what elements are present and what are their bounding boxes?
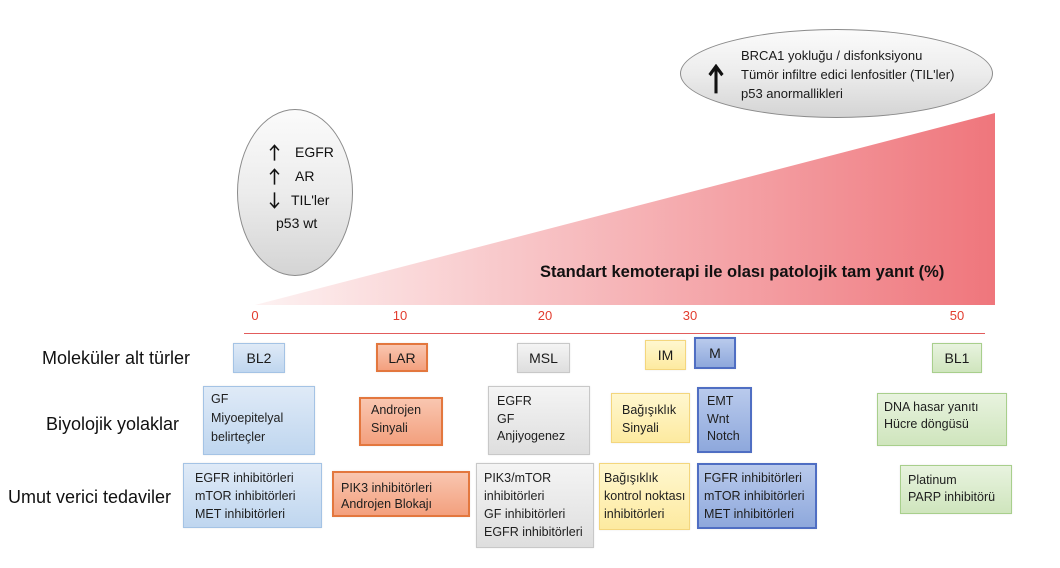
feature-line: p53 anormallikleri bbox=[741, 86, 843, 101]
feature-line: Tümör infiltre edici lenfositler (TIL'le… bbox=[741, 67, 955, 82]
therapy-line: Platinum bbox=[908, 472, 957, 487]
subtype-label: M bbox=[709, 345, 721, 361]
feature-row: TIL'ler bbox=[238, 188, 354, 212]
feature-row: AR bbox=[238, 164, 354, 188]
pathway-line: Androjen bbox=[371, 403, 422, 417]
subtype-box-bl1: BL1 bbox=[932, 343, 982, 373]
pathway-line: Sinyali bbox=[622, 421, 659, 435]
arrow-up-icon bbox=[708, 63, 724, 94]
row-label-biological-pathways: Biyolojik yolaklar bbox=[46, 414, 180, 434]
arrow-up-icon bbox=[269, 143, 280, 161]
subtype-box-m: M bbox=[694, 337, 736, 369]
pathway-line: Wnt bbox=[707, 411, 730, 426]
pathway-line: DNA hasar yanıtı bbox=[884, 399, 979, 414]
subtype-box-msl: MSL bbox=[517, 343, 570, 373]
subtype-label: MSL bbox=[529, 350, 558, 366]
axis-tick-label: 50 bbox=[949, 308, 965, 323]
axis-tick-label: 10 bbox=[392, 308, 408, 323]
pathway-line: Bağışıklık bbox=[622, 403, 677, 417]
therapy-line: mTOR inhibitörleri bbox=[704, 489, 805, 503]
arrow-up-icon bbox=[269, 167, 280, 185]
therapy-line: MET inhibitörleri bbox=[195, 507, 286, 521]
axis-tick-label: 20 bbox=[537, 308, 553, 323]
row-label-promising-therapies: Umut verici tedaviler bbox=[8, 487, 172, 507]
therapy-line: PARP inhibitörü bbox=[908, 489, 996, 504]
therapy-line: FGFR inhibitörleri bbox=[704, 471, 802, 485]
feature-row: EGFR bbox=[238, 140, 354, 164]
feature-label: TIL'ler bbox=[291, 192, 330, 208]
axis-title: Standart kemoterapi ile olası patolojik … bbox=[540, 263, 945, 281]
pathway-box-bl2: GF Miyoepitelyal belirteçler bbox=[203, 386, 315, 455]
therapy-line: kontrol noktası bbox=[604, 489, 686, 503]
subtype-box-bl2: BL2 bbox=[233, 343, 285, 373]
subtype-box-im: IM bbox=[645, 340, 686, 370]
therapy-line: inhibitörleri bbox=[484, 489, 545, 503]
therapy-line: MET inhibitörleri bbox=[704, 507, 795, 521]
axis-line bbox=[244, 333, 985, 334]
high-response-features-text: BRCA1 yokluğu / disfonksiyonu Tümör infi… bbox=[741, 46, 954, 103]
gradient-triangle-shape bbox=[255, 113, 995, 305]
therapy-line: inhibitörleri bbox=[604, 507, 665, 521]
therapy-line: EGFR inhibitörleri bbox=[195, 471, 294, 485]
therapy-line: mTOR inhibitörleri bbox=[195, 489, 296, 503]
arrow-down-icon bbox=[269, 191, 280, 209]
therapy-line: Bağışıklık bbox=[604, 471, 659, 485]
feature-label: p53 wt bbox=[276, 215, 318, 231]
pathway-line: EMT bbox=[707, 394, 734, 408]
pathway-line: Sinyali bbox=[371, 421, 408, 435]
pathway-line: Hücre döngüsü bbox=[884, 416, 969, 431]
pathway-line: belirteçler bbox=[211, 430, 266, 444]
therapy-line: GF inhibitörleri bbox=[484, 507, 566, 521]
row-label-molecular-subtypes: Moleküler alt türler bbox=[42, 348, 191, 368]
pathway-line: EGFR bbox=[497, 394, 532, 408]
subtype-label: BL2 bbox=[246, 350, 272, 366]
therapy-line: Androjen Blokajı bbox=[341, 497, 433, 511]
feature-label: AR bbox=[295, 168, 315, 184]
axis-tick-label: 30 bbox=[682, 308, 698, 323]
axis-tick-label: 0 bbox=[251, 308, 259, 323]
feature-label: EGFR bbox=[295, 144, 334, 160]
feature-row: p53 wt bbox=[238, 211, 354, 235]
pathway-line: Miyoepitelyal bbox=[211, 411, 284, 425]
pathway-line: GF bbox=[497, 411, 515, 426]
pathway-box-msl: EGFR GF Anjiyogenez bbox=[488, 386, 590, 455]
therapy-box-im: Bağışıklık kontrol noktası inhibitörleri bbox=[599, 463, 690, 530]
therapy-line: PIK3/mTOR bbox=[484, 471, 552, 485]
subtype-label: BL1 bbox=[944, 350, 970, 366]
pathway-line: Notch bbox=[707, 429, 740, 443]
pathway-line: Anjiyogenez bbox=[497, 429, 566, 443]
therapy-line: EGFR inhibitörleri bbox=[484, 525, 583, 539]
subtype-label: LAR bbox=[388, 349, 416, 366]
therapy-line: PIK3 inhibitörleri bbox=[341, 481, 433, 495]
low-response-features-ellipse: EGFR AR TIL'ler p53 wt bbox=[237, 109, 353, 276]
high-response-features-ellipse: BRCA1 yokluğu / disfonksiyonu Tümör infi… bbox=[680, 29, 993, 118]
subtype-label: IM bbox=[657, 347, 674, 363]
pathway-line: GF bbox=[211, 392, 229, 406]
subtype-box-lar: LAR bbox=[376, 343, 428, 372]
feature-line: BRCA1 yokluğu / disfonksiyonu bbox=[741, 48, 923, 63]
